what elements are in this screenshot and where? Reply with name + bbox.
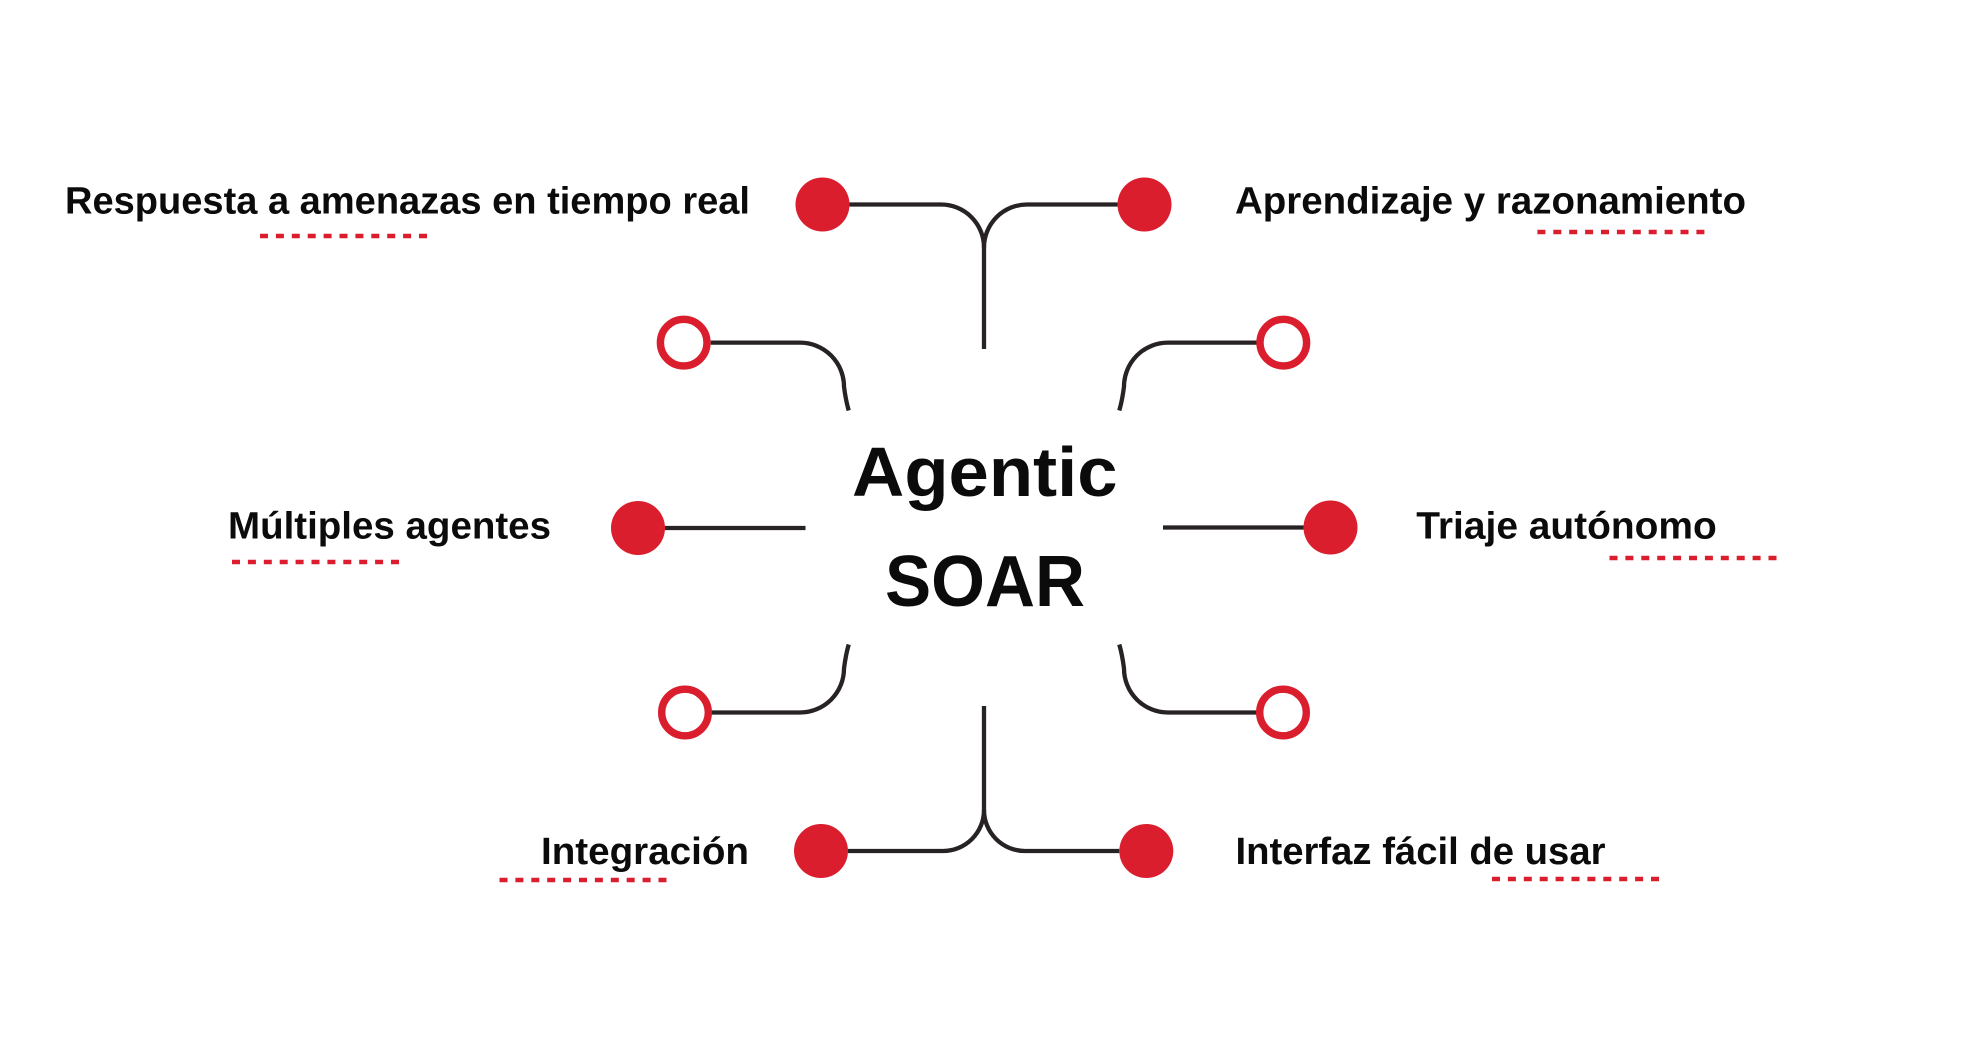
- svg-text:Respuesta a amenazas en tiempo: Respuesta a amenazas en tiempo real: [65, 180, 750, 222]
- svg-text:Triaje autónomo: Triaje autónomo: [1416, 506, 1717, 548]
- svg-text:Integración: Integración: [541, 831, 749, 873]
- svg-text:SOAR: SOAR: [885, 541, 1085, 622]
- svg-text:Agentic: Agentic: [852, 433, 1118, 511]
- svg-text:Múltiples agentes: Múltiples agentes: [228, 506, 551, 548]
- svg-text:Aprendizaje y razonamiento: Aprendizaje y razonamiento: [1235, 180, 1746, 222]
- svg-text:Interfaz fácil de usar: Interfaz fácil de usar: [1236, 831, 1606, 873]
